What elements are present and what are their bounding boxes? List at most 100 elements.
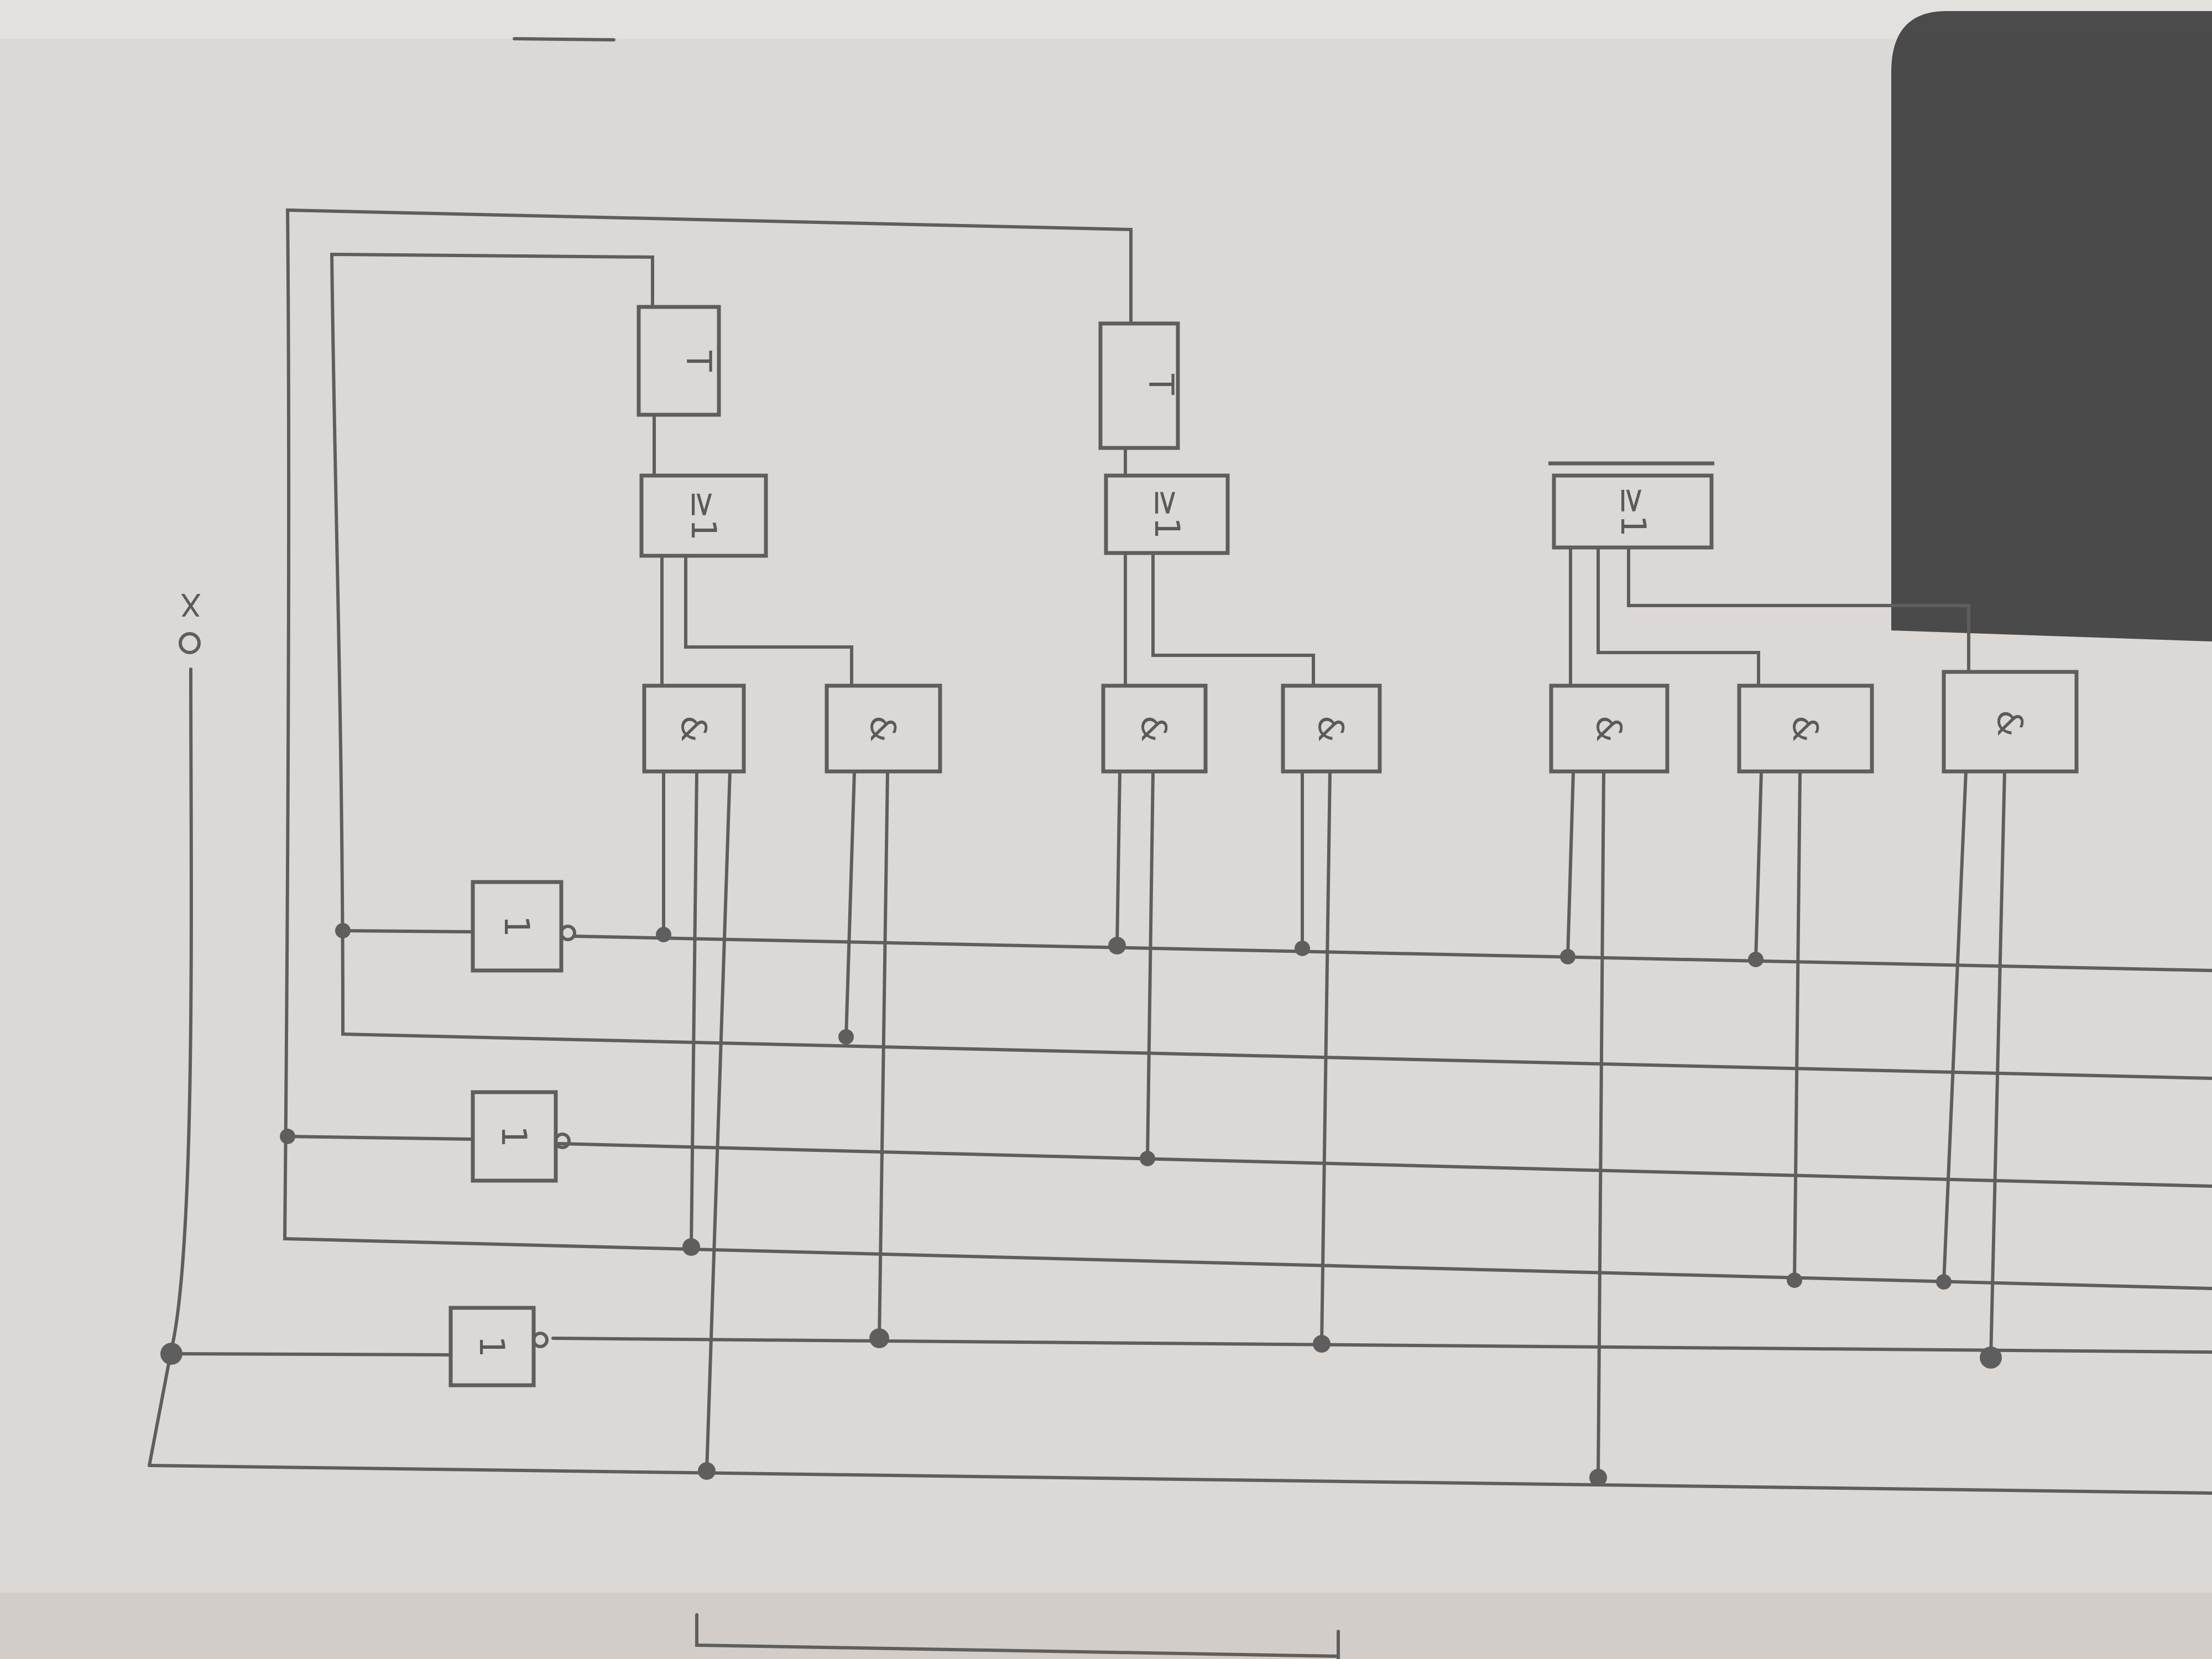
wire-and2-in-q1: [844, 770, 856, 1039]
wire-and2-or1: [684, 554, 853, 687]
wire-and6-in-q2: [1793, 770, 1802, 1282]
pencil-mark-bottom: [695, 1613, 1340, 1658]
not-gate-3: 1: [448, 1306, 549, 1387]
t-flipflop-1-label: T: [679, 350, 719, 372]
paper-top-edge: [0, 0, 2212, 39]
pencil-mark-top: [513, 37, 615, 41]
wire-and3-in-notq1: [1115, 770, 1121, 947]
or-gate-3: ≥1: [1548, 461, 1714, 550]
and-gate-5: &: [1549, 684, 1670, 774]
and-gate-7-label: &: [1990, 710, 2030, 737]
not-gate-1-label: 1: [497, 915, 537, 937]
junction-notq1-and6: [1748, 952, 1764, 967]
not-gate-2-bubble: [554, 1133, 571, 1149]
wire-and7-or3: [1627, 546, 1970, 671]
not-gate-1-body: [471, 880, 564, 973]
and-gate-1-body: [642, 684, 746, 774]
or-gate-3-body: [1552, 473, 1714, 550]
t-flipflop-2-body: [1098, 321, 1180, 450]
and-gate-1-label: &: [674, 716, 714, 742]
or-gate-2-body: [1104, 473, 1230, 555]
junction-notx-and4: [1313, 1335, 1331, 1353]
not-gate-3-label: 1: [472, 1335, 512, 1357]
or-gate-3-label: ≥1: [1613, 486, 1653, 536]
wire-and5-in-notq1: [1566, 770, 1575, 958]
junction-q2-and1: [682, 1238, 700, 1256]
not-gate-2-label: 1: [494, 1125, 534, 1147]
and-gate-5-body: [1549, 684, 1670, 774]
junction-x-not3: [160, 1343, 182, 1365]
bus-q1: [330, 252, 2212, 1080]
or-gate-2: ≥1: [1104, 473, 1230, 555]
or-gate-1-body: [639, 473, 768, 558]
wire-and4-in-notx: [1320, 770, 1332, 1345]
and-gate-3-label: &: [1134, 716, 1174, 742]
and-gate-2-label: &: [863, 716, 903, 742]
wire-and5-in-x: [1597, 770, 1605, 1479]
junction-q1-not1: [335, 923, 351, 938]
and-gate-1: &: [642, 684, 746, 774]
bus-x: [148, 1464, 2212, 1495]
not-gate-3-body: [448, 1306, 536, 1387]
not-gate-3-bubble: [532, 1332, 549, 1348]
and-gate-2-body: [825, 684, 942, 774]
junction-notx-and2: [869, 1328, 889, 1348]
and-gate-6: &: [1737, 684, 1874, 774]
wire-not3-input: [170, 1352, 452, 1357]
wire-and7-in-q2: [1942, 770, 1968, 1284]
wires: [148, 208, 2212, 1495]
bus-not-x: [551, 1337, 2212, 1354]
bus-q2: [283, 208, 2212, 1290]
not-gate-1: 1: [471, 880, 576, 973]
wire-and4-or2: [1151, 554, 1315, 687]
camera-shadow: [1891, 11, 2212, 641]
t-flipflop-2-label: T: [1141, 373, 1181, 395]
and-gate-5-label: &: [1589, 716, 1629, 742]
junction-notq1-and4: [1295, 941, 1310, 956]
wire-and3-in-notq2: [1146, 770, 1155, 1160]
wire-not2-input: [286, 1135, 474, 1141]
and-gate-7-body: [1942, 670, 2079, 774]
and-gate-6-body: [1737, 684, 1874, 774]
and-gate-4-body: [1281, 684, 1382, 774]
wire-input-x: [148, 667, 193, 1467]
and-gate-2: &: [825, 684, 942, 774]
junction-notx-and7: [1980, 1347, 2002, 1369]
paper-bottom-edge: [0, 1593, 2212, 1659]
wire-and7-in-notx: [1989, 770, 2006, 1359]
junction-q2-and7: [1936, 1274, 1952, 1290]
not-gate-1-bubble: [560, 925, 576, 941]
and-gate-3: &: [1101, 684, 1208, 774]
wire-and1-in-x: [705, 770, 732, 1473]
not-gate-2: 1: [471, 1090, 571, 1183]
junction-x-and1: [698, 1462, 716, 1480]
wire-and1-in-q2: [690, 770, 698, 1249]
t-flipflop-2: T: [1098, 321, 1181, 450]
input-x: X: [179, 586, 201, 654]
wire-and6-or3: [1597, 546, 1760, 687]
junction-q2-and6: [1787, 1272, 1802, 1288]
input-x-label: X: [180, 586, 201, 622]
t-flipflop-1: T: [637, 305, 721, 417]
wire-and2-in-notx: [878, 770, 889, 1340]
junction-q1-and2: [838, 1029, 854, 1045]
and-gate-7: &: [1942, 670, 2079, 774]
junctions: [160, 923, 2002, 1486]
junction-notq1-and3: [1108, 937, 1126, 954]
junction-q2-not2: [280, 1129, 295, 1144]
input-x-terminal: [179, 632, 201, 654]
and-gate-3-body: [1101, 684, 1208, 774]
junction-notq1-and1: [656, 927, 671, 942]
wire-not1-input: [341, 929, 474, 933]
junction-x-and5: [1589, 1469, 1607, 1486]
junction-notq1-and5: [1560, 949, 1575, 964]
wire-and6-in-notq1: [1754, 770, 1763, 961]
or-gate-1-label: ≥1: [684, 490, 724, 540]
and-gate-6-label: &: [1785, 716, 1825, 742]
and-gate-4-label: &: [1311, 716, 1351, 742]
t-flipflop-1-body: [637, 305, 721, 417]
bus-not-q2: [557, 1142, 2212, 1188]
junction-notq2-and3: [1140, 1151, 1155, 1166]
